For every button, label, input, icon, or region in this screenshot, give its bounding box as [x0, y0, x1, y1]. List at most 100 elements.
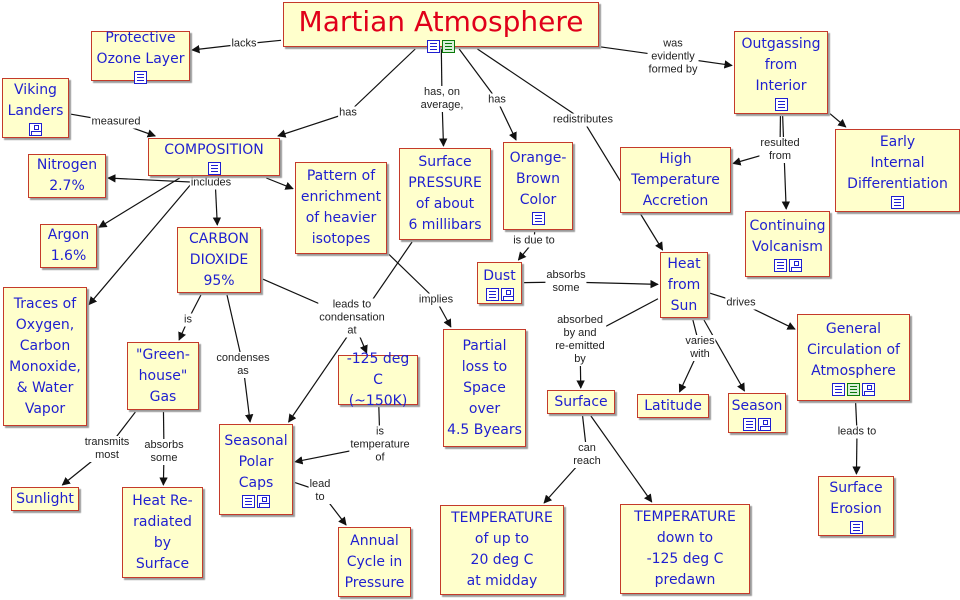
- concept-surface-pressure[interactable]: Surface PRESSURE of about 6 millibars: [399, 148, 491, 240]
- concept-orange-brown[interactable]: Orange- Brown Color: [503, 142, 573, 230]
- concept-volcanism[interactable]: Continuing Volcanism: [745, 211, 830, 277]
- concept-early-internal[interactable]: Early Internal Differentiation: [835, 129, 960, 212]
- concept-map-icon[interactable]: [862, 383, 875, 396]
- resource-icons: [485, 287, 514, 301]
- concept-minus125[interactable]: -125 deg C (~150K): [338, 351, 418, 409]
- link-label-leads-to: leads to: [836, 425, 878, 439]
- concept-season[interactable]: Season: [728, 393, 786, 433]
- document-icon[interactable]: [774, 98, 788, 111]
- resource-icons: [29, 123, 42, 136]
- link-label-absorbs-some2: absorbs some: [143, 439, 185, 465]
- concept-label: CARBON DIOXIDE 95%: [189, 230, 249, 289]
- concept-composition[interactable]: COMPOSITION: [148, 138, 280, 176]
- concept-label: Heat from Sun: [667, 255, 701, 314]
- concept-high-temp[interactable]: High Temperature Accretion: [620, 147, 731, 213]
- document-icon[interactable]: [207, 161, 221, 175]
- link-arrow: [266, 177, 294, 190]
- concept-surface-erosion[interactable]: Surface Erosion: [818, 476, 894, 536]
- concept-pattern[interactable]: Pattern of enrichment of heavier isotope…: [295, 162, 387, 254]
- concept-greenhouse[interactable]: "Green- house" Gas: [127, 342, 199, 410]
- media-icon[interactable]: [442, 40, 455, 53]
- concept-label: General Circulation of Atmosphere: [807, 321, 900, 379]
- concept-map-icon[interactable]: [29, 123, 42, 136]
- link-arrow: [88, 177, 197, 306]
- link-line: [388, 254, 437, 301]
- concept-map-icon[interactable]: [500, 287, 514, 301]
- concept-label: Outgassing from Interior: [741, 36, 821, 94]
- concept-nitrogen[interactable]: Nitrogen 2.7%: [28, 154, 106, 198]
- link-label-is-due-to: is due to: [512, 234, 556, 248]
- concept-partial-loss[interactable]: Partial loss to Space over 4.5 Byears: [443, 329, 526, 447]
- concept-label: Pattern of enrichment of heavier isotope…: [300, 168, 382, 247]
- link-label-condenses-as: condenses as: [215, 352, 271, 378]
- link-label-absorbs-some1: absorbs some: [545, 269, 587, 295]
- concept-heat-reradiated[interactable]: Heat Re- radiated by Surface: [122, 487, 203, 578]
- concept-co2[interactable]: CARBON DIOXIDE 95%: [177, 227, 261, 293]
- concept-heat-sun[interactable]: Heat from Sun: [660, 252, 708, 318]
- resource-icons: [773, 259, 802, 272]
- concept-label: Orange- Brown Color: [509, 149, 567, 208]
- resource-icons: [242, 495, 270, 508]
- resource-icons: [832, 383, 875, 396]
- concept-traces[interactable]: Traces of Oxygen, Carbon Monoxide, & Wat…: [3, 287, 87, 426]
- concept-label: Early Internal Differentiation: [847, 134, 948, 192]
- concept-surface[interactable]: Surface: [547, 390, 615, 414]
- document-icon[interactable]: [849, 521, 863, 534]
- document-icon[interactable]: [891, 196, 904, 209]
- concept-label: COMPOSITION: [164, 141, 264, 158]
- concept-label: Latitude: [644, 397, 702, 414]
- concept-label: Continuing Volcanism: [749, 218, 826, 255]
- concept-label: Argon 1.6%: [47, 227, 90, 264]
- document-icon[interactable]: [134, 71, 147, 84]
- document-icon[interactable]: [773, 259, 787, 272]
- concept-label: Surface Erosion: [829, 480, 883, 517]
- link-label-has2: has: [487, 93, 507, 107]
- link-line: [458, 48, 498, 101]
- concept-temp-up[interactable]: TEMPERATURE of up to 20 deg C at midday: [440, 505, 564, 595]
- link-label-transmits-most: transmits most: [83, 436, 131, 462]
- concept-viking-landers[interactable]: Viking Landers: [2, 78, 69, 138]
- concept-protective-ozone[interactable]: Protective Ozone Layer: [91, 30, 190, 84]
- link-label-is-temperature-of: is temperature of: [349, 425, 411, 465]
- concept-map-icon[interactable]: [758, 417, 771, 431]
- resource-icons: [849, 521, 863, 534]
- document-icon[interactable]: [832, 383, 845, 396]
- concept-label: High Temperature Accretion: [631, 150, 720, 209]
- document-icon[interactable]: [743, 417, 756, 431]
- concept-outgassing[interactable]: Outgassing from Interior: [734, 31, 828, 114]
- concept-label: Seasonal Polar Caps: [224, 433, 288, 491]
- concept-map-icon[interactable]: [788, 259, 802, 272]
- document-icon[interactable]: [485, 287, 499, 301]
- concept-latitude[interactable]: Latitude: [637, 394, 709, 418]
- concept-label: Heat Re- radiated by Surface: [132, 492, 193, 572]
- concept-label: -125 deg C (~150K): [346, 350, 410, 409]
- concept-polar-caps[interactable]: Seasonal Polar Caps: [219, 424, 293, 515]
- concept-argon[interactable]: Argon 1.6%: [40, 224, 97, 268]
- resource-icons: [134, 71, 147, 84]
- resource-icons: [891, 196, 904, 209]
- resource-icons: [743, 417, 771, 431]
- concept-label: Traces of Oxygen, Carbon Monoxide, & Wat…: [9, 295, 81, 417]
- media-icon[interactable]: [847, 383, 860, 396]
- concept-general-circ[interactable]: General Circulation of Atmosphere: [797, 314, 910, 401]
- document-icon[interactable]: [531, 211, 545, 225]
- link-label-measured: measured: [90, 115, 142, 129]
- document-icon[interactable]: [427, 40, 440, 53]
- link-label-formed-by: was evidently formed by: [647, 37, 699, 77]
- concept-sunlight[interactable]: Sunlight: [11, 487, 79, 511]
- link-label-can-reach: can reach: [572, 442, 602, 468]
- concept-dust[interactable]: Dust: [477, 262, 522, 304]
- concept-label: "Green- house" Gas: [136, 346, 190, 405]
- concept-label: Sunlight: [16, 490, 74, 507]
- concept-temp-down[interactable]: TEMPERATURE down to -125 deg C predawn: [620, 504, 750, 594]
- link-label-has1: has: [338, 106, 358, 120]
- link-label-has-on-average: has, on average,: [419, 86, 465, 112]
- concept-label: Surface PRESSURE of about 6 millibars: [408, 154, 482, 233]
- resource-icons: [774, 98, 788, 111]
- link-label-leads-to-condensation: leads to condensation at: [318, 298, 386, 338]
- concept-annual-cycle[interactable]: Annual Cycle in Pressure: [338, 527, 411, 597]
- concept-martian-atmosphere[interactable]: Martian Atmosphere: [283, 2, 599, 53]
- concept-map-icon[interactable]: [257, 495, 270, 508]
- document-icon[interactable]: [242, 495, 255, 508]
